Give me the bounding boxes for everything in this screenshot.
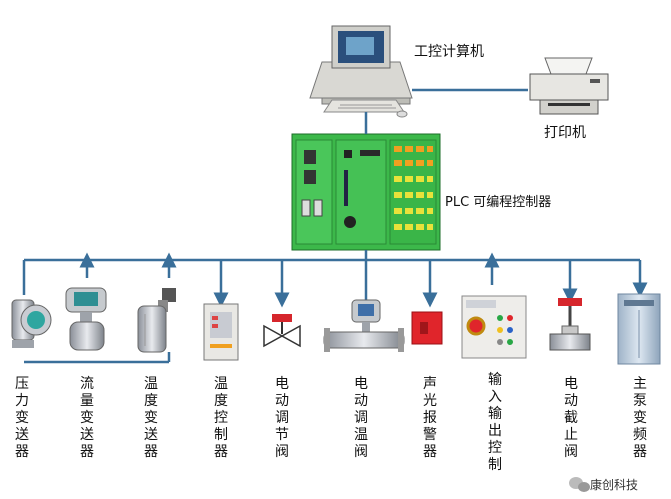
device-label-flow: 流量变送器: [80, 376, 94, 460]
wechat-logo-icon: [569, 477, 590, 492]
device-label-shutoff-valve: 电动截止阀: [564, 376, 578, 460]
device-label-temp-controller: 温度控制器: [214, 376, 228, 460]
printer-icon: [529, 57, 609, 115]
electric-regulating-valve-icon: [263, 314, 301, 348]
device-label-pressure: 压力变送器: [15, 376, 29, 460]
plc-icon: [291, 133, 441, 251]
temperature-controller-icon: [203, 303, 239, 361]
device-label-thermostatic-valve: 电动调温阀: [354, 376, 368, 460]
temperature-transmitter-icon: [137, 288, 176, 353]
pump-inverter-cabinet-icon: [617, 293, 661, 365]
electric-shutoff-valve-icon: [549, 298, 591, 351]
device-label-alarm: 声光报警器: [423, 376, 437, 460]
flow-transmitter-icon: [65, 287, 107, 351]
connection-lines: [22, 88, 648, 308]
device-label-regulating-valve: 电动调节阀: [275, 376, 289, 460]
plc-label: PLC 可编程控制器: [445, 195, 552, 210]
device-label-pump-inverter: 主泵变频器: [633, 376, 647, 460]
device-label-io-control: 输入输出控制: [488, 372, 502, 473]
electric-thermostatic-valve-icon: [323, 299, 405, 352]
computer-icon: [309, 25, 413, 118]
printer-label: 打印机: [544, 125, 586, 141]
alarm-icon: [411, 311, 443, 345]
device-label-temp-transmitter: 温度变送器: [144, 376, 158, 460]
watermark: 康创科技: [566, 474, 666, 494]
io-control-panel-icon: [461, 295, 527, 359]
watermark-text: 康创科技: [590, 478, 639, 492]
computer-label: 工控计算机: [414, 44, 484, 60]
sensor-bus-line: [24, 352, 171, 364]
pressure-transmitter-icon: [11, 299, 52, 348]
